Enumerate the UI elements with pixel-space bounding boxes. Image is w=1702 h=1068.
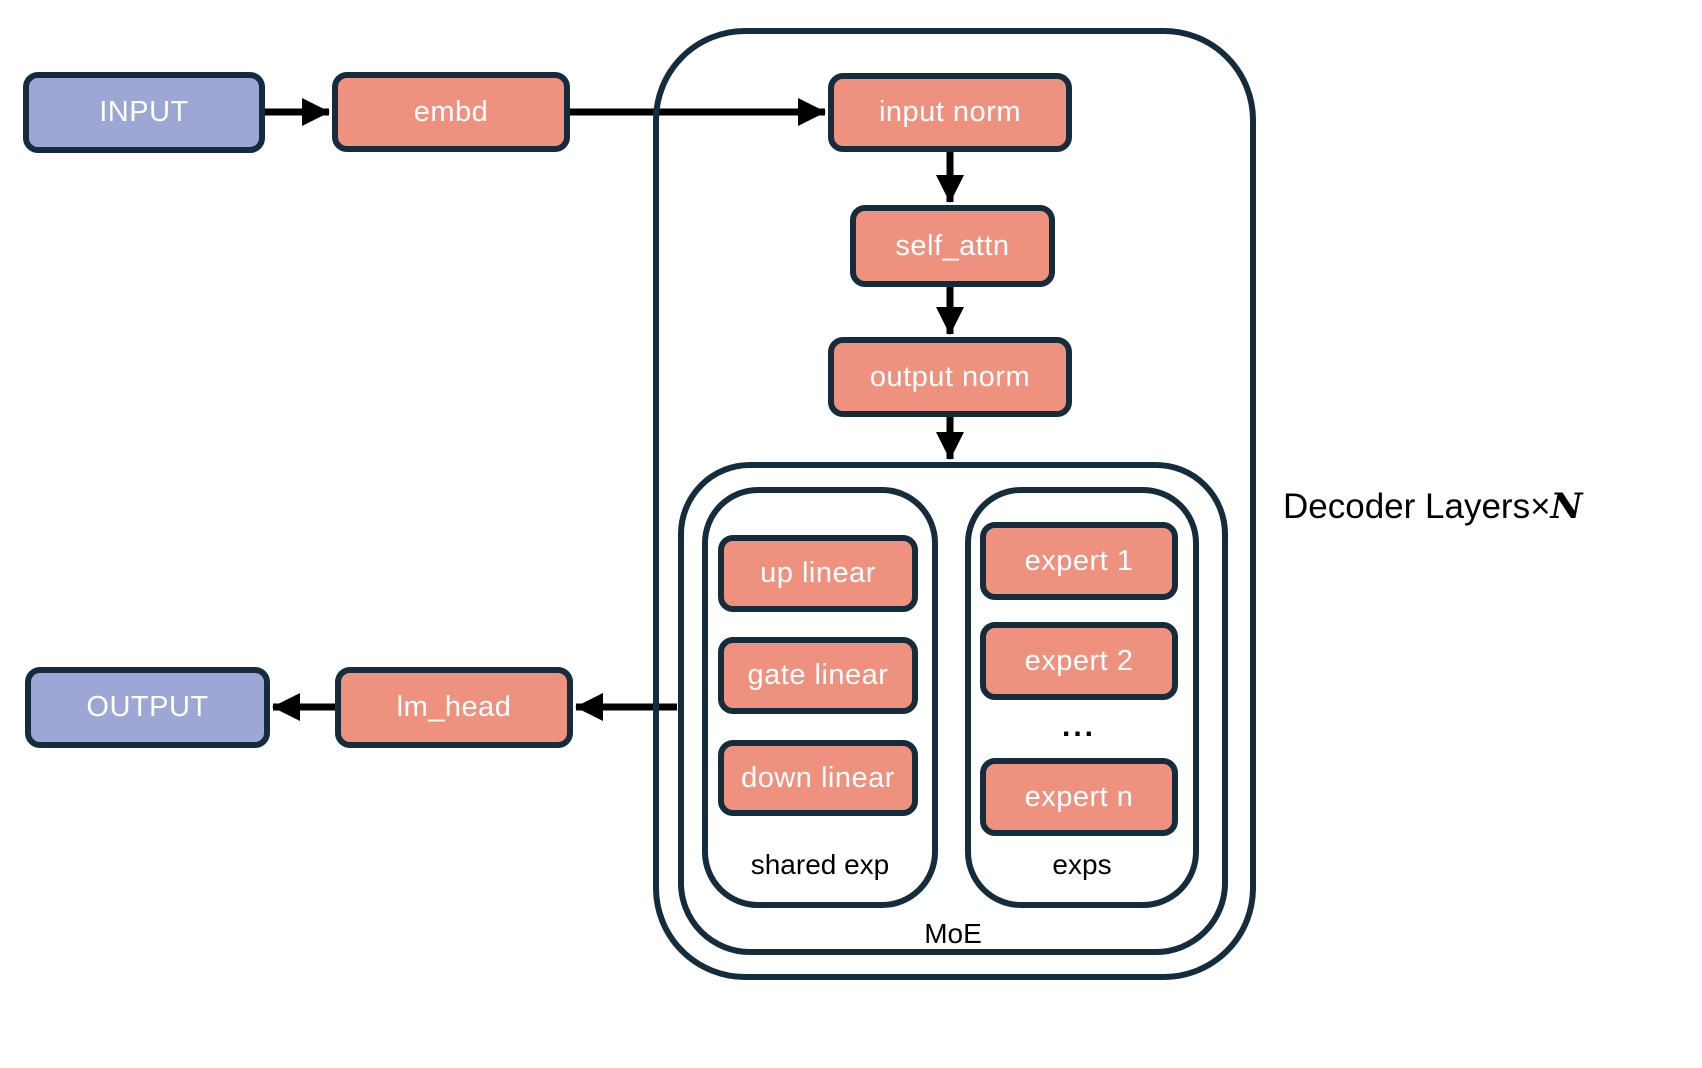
shared-expert-label: shared exp	[750, 849, 890, 880]
experts-label: exps	[1052, 849, 1112, 880]
decoder-layers-text: Decoder Layers	[1283, 487, 1531, 526]
layer-count-n: N	[1550, 486, 1583, 527]
down-linear-node: down linear	[718, 740, 918, 816]
moe-container	[678, 462, 1228, 955]
output-norm-node: output norm	[828, 337, 1072, 417]
gate-linear-node: gate linear	[718, 637, 918, 714]
up-linear-node: up linear	[718, 535, 918, 612]
input-norm-node: input norm	[828, 73, 1072, 152]
experts-ellipsis: ...	[1061, 710, 1096, 743]
expert-n-node: expert n	[980, 758, 1178, 836]
embd-node: embd	[332, 72, 570, 152]
decoder-layers-container	[653, 28, 1256, 980]
expert-1-node: expert 1	[980, 522, 1178, 600]
expert-2-node: expert 2	[980, 622, 1178, 700]
input-node: INPUT	[23, 72, 265, 153]
decoder-layers-annotation: Decoder Layers×N	[1283, 486, 1583, 527]
self-attn-node: self_attn	[850, 205, 1055, 287]
lm-head-node: lm_head	[335, 667, 573, 748]
times-symbol: ×	[1530, 487, 1551, 526]
moe-label: MoE	[924, 918, 982, 949]
output-node: OUTPUT	[25, 667, 270, 748]
experts-container	[965, 487, 1199, 908]
shared-expert-container	[702, 487, 938, 908]
